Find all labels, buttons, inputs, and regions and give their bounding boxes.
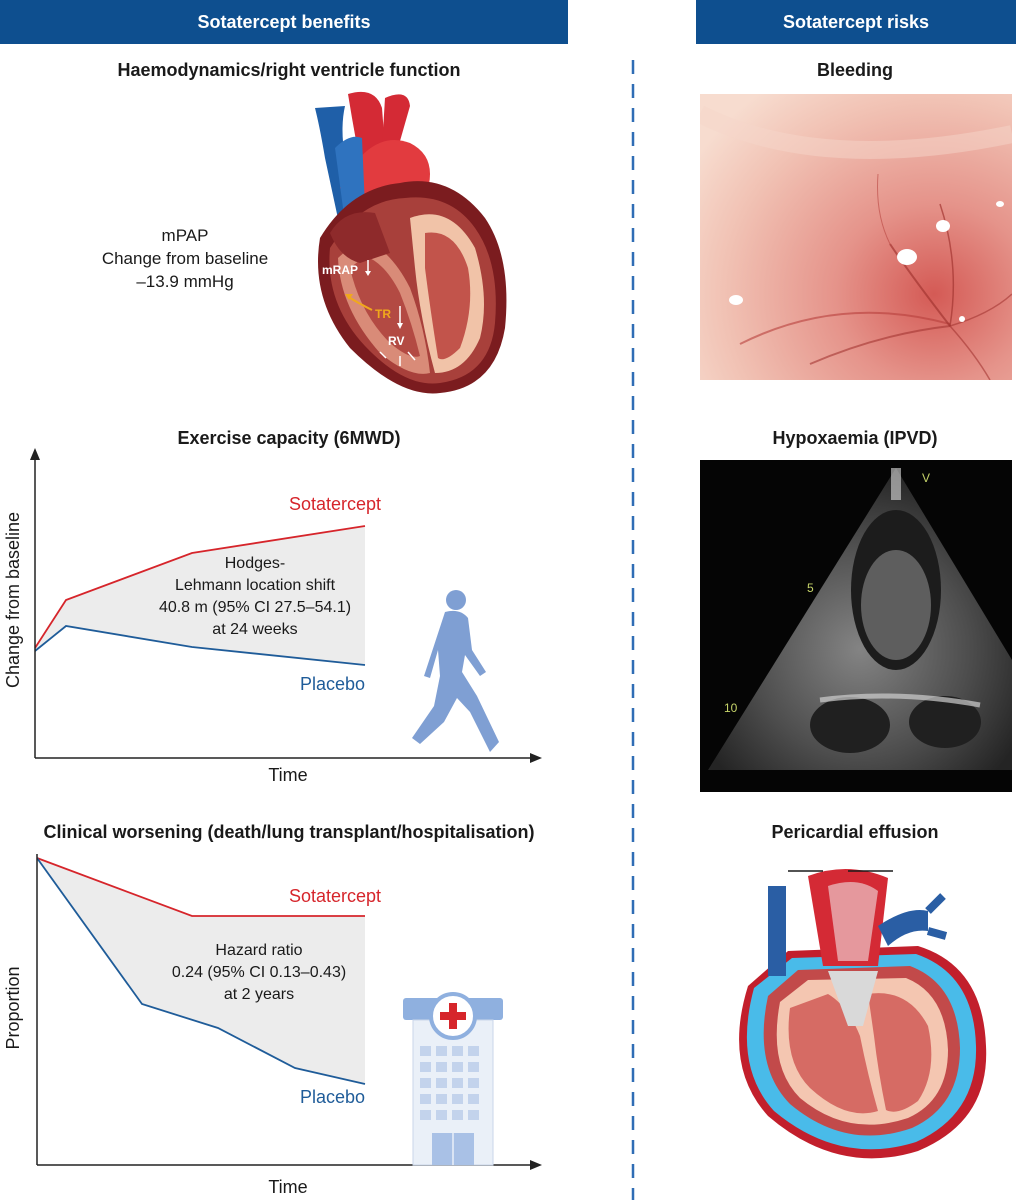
worsening-gap-area bbox=[37, 858, 365, 1084]
exercise-annotation-3: 40.8 m (95% CI 27.5–54.1) bbox=[159, 599, 351, 616]
exercise-chart: Sotatercept Placebo Hodges- Lehmann loca… bbox=[3, 448, 542, 785]
exercise-title: Exercise capacity (6MWD) bbox=[177, 428, 401, 448]
worsening-placebo-line bbox=[36, 857, 366, 1085]
mpap-label: mPAP bbox=[161, 226, 209, 245]
exercise-y-label: Change from baseline bbox=[3, 512, 23, 688]
exercise-sotatercept-label: Sotatercept bbox=[289, 494, 381, 514]
worsening-sotatercept-label: Sotatercept bbox=[289, 886, 381, 906]
exercise-annotation-2: Lehmann location shift bbox=[175, 577, 336, 594]
mrap-label: mRAP bbox=[322, 263, 358, 277]
heart-illustration: mRAP TR RV bbox=[315, 91, 507, 394]
bleeding-title: Bleeding bbox=[816, 60, 893, 80]
echo-5-label: 5 bbox=[807, 581, 814, 595]
pericardial-heart-illustration bbox=[739, 868, 987, 1159]
tr-label: TR bbox=[375, 307, 391, 321]
exercise-placebo-line bbox=[34, 625, 366, 666]
hypoxaemia-title: Hypoxaemia (IPVD) bbox=[772, 428, 938, 448]
hospital-icon bbox=[403, 992, 503, 1166]
worsening-title: Clinical worsening (death/lung transplan… bbox=[43, 822, 535, 842]
bleeding-image bbox=[700, 94, 1012, 380]
worsening-annotation-2: 0.24 (95% CI 0.13–0.43) bbox=[172, 964, 346, 981]
exercise-annotation-1: Hodges- bbox=[225, 555, 285, 572]
exercise-gap-area bbox=[35, 526, 365, 665]
worsening-y-label: Proportion bbox=[3, 966, 23, 1049]
mpap-desc: Change from baseline bbox=[101, 249, 269, 268]
rv-label: RV bbox=[388, 334, 404, 348]
walking-person-icon bbox=[412, 590, 499, 752]
exercise-annotation-4: at 24 weeks bbox=[212, 621, 297, 638]
echo-10-label: 10 bbox=[724, 701, 738, 715]
echo-image: V 5 10 bbox=[700, 460, 1012, 792]
column-divider bbox=[631, 60, 635, 1200]
exercise-sotatercept-line bbox=[34, 525, 366, 649]
risks-header: Sotatercept risks bbox=[696, 0, 1016, 44]
exercise-x-label: Time bbox=[268, 765, 307, 785]
worsening-annotation-3: at 2 years bbox=[224, 986, 294, 1003]
pericardial-title: Pericardial effusion bbox=[771, 822, 939, 842]
worsening-annotation-1: Hazard ratio bbox=[215, 942, 302, 959]
haemodynamics-title: Haemodynamics/right ventricle function bbox=[117, 60, 461, 80]
exercise-placebo-label: Placebo bbox=[300, 674, 365, 694]
worsening-sotatercept-line bbox=[36, 857, 365, 917]
mpap-value: –13.9 mmHg bbox=[136, 272, 234, 291]
worsening-placebo-label: Placebo bbox=[300, 1087, 365, 1107]
worsening-x-label: Time bbox=[268, 1177, 307, 1197]
worsening-chart: Sotatercept Placebo Hazard ratio 0.24 (9… bbox=[3, 854, 542, 1197]
echo-v-label: V bbox=[922, 471, 930, 485]
benefits-header: Sotatercept benefits bbox=[0, 0, 568, 44]
